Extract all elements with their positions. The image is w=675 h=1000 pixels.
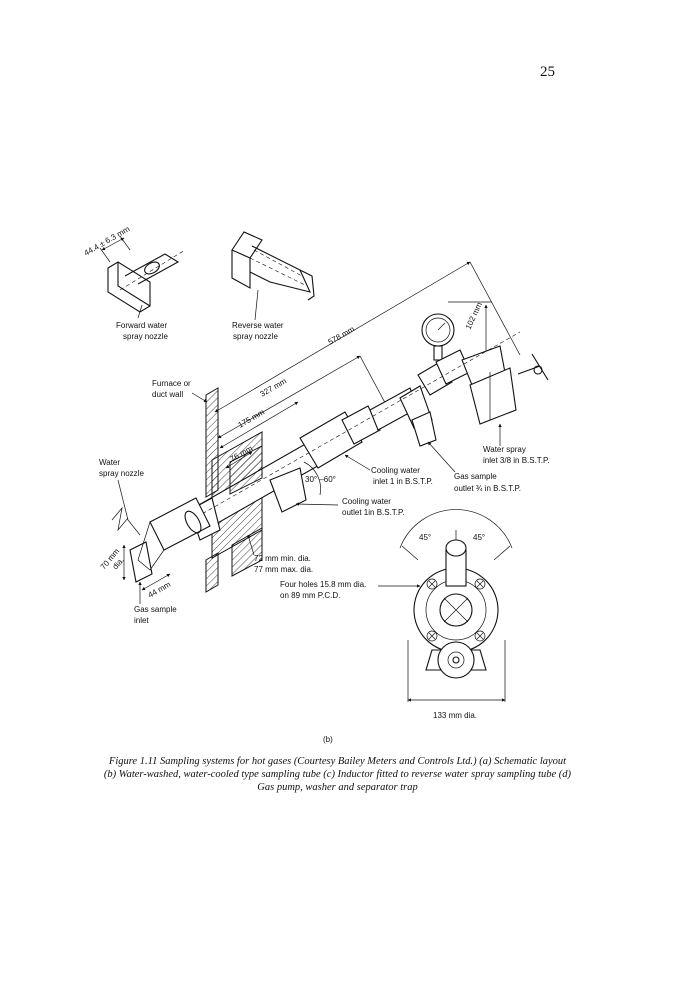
- gas-outlet-label-1: Gas sample: [454, 472, 497, 481]
- dim-327-label: 327 mm: [259, 376, 289, 398]
- angle-45-right: 45°: [473, 533, 485, 542]
- cooling-outlet-label-2: outlet 1in B.S.T.P.: [342, 508, 405, 517]
- cooling-inlet-label-2: inlet 1 in B.S.T.P.: [373, 477, 433, 486]
- page-number: 25: [540, 64, 555, 80]
- caption-line-1: Figure 1.11 Sampling systems for hot gas…: [108, 756, 567, 767]
- dia-72-label: 72 mm min. dia.: [254, 554, 311, 563]
- water-spray-inlet-label-1: Water spray: [483, 445, 526, 454]
- dim-44-label: 44 mm: [147, 580, 173, 600]
- figure-caption: Figure 1.11 Sampling systems for hot gas…: [70, 755, 605, 794]
- pressure-gauge: [421, 313, 455, 361]
- caption-line-2: (b) Water-washed, water-cooled type samp…: [103, 769, 572, 780]
- water-spray-nozzle-label-2: spray nozzle: [99, 469, 144, 478]
- water-spray-inlet-label-2: inlet 3/8 in B.S.T.P.: [483, 456, 550, 465]
- dim-102-label: 102 mm: [464, 301, 485, 331]
- dim-175-label: 175 mm: [237, 407, 267, 429]
- gas-inlet-label-2: inlet: [134, 616, 149, 625]
- gas-outlet-label-2: outlet ¾ in B.S.T.P.: [454, 484, 521, 493]
- end-view-flange: [399, 509, 513, 702]
- reverse-nozzle-label-1: Reverse water: [232, 321, 284, 330]
- gas-inlet-label-1: Gas sample: [134, 605, 177, 614]
- furnace-wall-label-1: Furnace or: [152, 379, 191, 388]
- cooling-inlet-label-1: Cooling water: [371, 466, 420, 475]
- water-spray-nozzle-label-1: Water: [99, 458, 120, 467]
- reverse-nozzle-label-2: spray nozzle: [233, 332, 278, 341]
- four-holes-label-1: Four holes 15.8 mm dia.: [280, 580, 366, 589]
- caption-line-3: Gas pump, washer and separator trap: [257, 782, 418, 793]
- cooling-outlet-label-1: Cooling water: [342, 497, 391, 506]
- forward-nozzle-label-2: spray nozzle: [123, 332, 168, 341]
- angle-45-left: 45°: [419, 533, 431, 542]
- forward-nozzle-drawing: [99, 235, 186, 319]
- reverse-nozzle-drawing: [231, 231, 315, 321]
- forward-nozzle-label-1: Forward water: [116, 321, 167, 330]
- dia-77-label: 77 mm max. dia.: [254, 565, 313, 574]
- top-dim-label: 44.4 ± 6.3 mm: [83, 224, 132, 258]
- sampling-tube-body: [129, 331, 549, 583]
- angle-label: 30° –60°: [305, 475, 336, 484]
- subfigure-label: (b): [323, 735, 333, 744]
- mounting-flange: [229, 445, 263, 577]
- four-holes-label-2: on 89 mm P.C.D.: [280, 591, 340, 600]
- furnace-wall-label-2: duct wall: [152, 390, 183, 399]
- dim-133-label: 133 mm dia.: [433, 711, 477, 720]
- sampling-tube-diagram: 44.4 ± 6.3 mm Forward water spray nozzle…: [83, 224, 550, 744]
- dim-578-label: 578 mm: [327, 324, 357, 346]
